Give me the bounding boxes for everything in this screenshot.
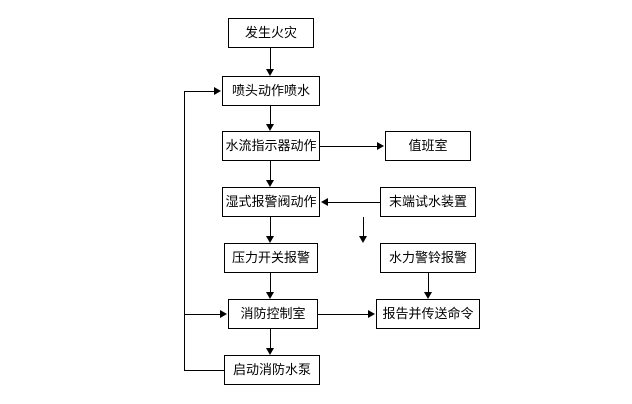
node-label: 启动消防水泵	[232, 362, 311, 378]
node-label: 喷头动作喷水	[231, 83, 310, 99]
node-label: 水流指示器动作	[225, 138, 317, 154]
node-pressure-switch[interactable]: 压力开关报警	[224, 243, 318, 273]
arrowhead-down	[266, 292, 274, 299]
edge-feedback-to-sprinkler	[184, 91, 214, 92]
node-label: 值班室	[408, 138, 448, 154]
arrowhead-down	[266, 348, 274, 355]
node-label: 报告并传送命令	[382, 306, 474, 322]
node-label: 发生火灾	[244, 25, 297, 41]
arrowhead-left	[321, 198, 328, 206]
arrowhead-right	[377, 142, 384, 150]
arrowhead-down	[359, 236, 367, 243]
arrowhead-down	[266, 236, 274, 243]
node-label: 消防控制室	[240, 306, 306, 322]
arrowhead-down	[266, 180, 274, 187]
node-fire-outbreak[interactable]: 发生火灾	[228, 18, 314, 48]
node-end-test-device[interactable]: 末端试水装置	[380, 187, 476, 217]
node-label: 水力警铃报警	[388, 250, 467, 266]
node-flow-indicator[interactable]: 水流指示器动作	[222, 131, 320, 161]
arrowhead-right	[220, 310, 227, 318]
node-duty-room[interactable]: 值班室	[385, 131, 471, 161]
node-wet-alarm-valve[interactable]: 湿式报警阀动作	[222, 187, 320, 217]
node-report-and-command[interactable]: 报告并传送命令	[376, 299, 480, 329]
edge-controlroom-to-report	[318, 314, 368, 315]
arrowhead-right	[214, 87, 221, 95]
edge-wetalarmvalve-to-pressureswitch	[270, 217, 271, 236]
edge-sprinkler-to-flowindicator	[270, 106, 271, 124]
arrowhead-down	[266, 124, 274, 131]
node-label: 压力开关报警	[231, 250, 310, 266]
edge-pump-feedback-horizontal	[184, 370, 224, 371]
node-sprinkler-activate[interactable]: 喷头动作喷水	[222, 76, 320, 106]
node-fire-control-room[interactable]: 消防控制室	[228, 299, 318, 329]
edge-feedback-to-controlroom	[184, 314, 220, 315]
arrowhead-down	[266, 69, 274, 76]
edge-flowindicator-to-dutyroom	[320, 146, 377, 147]
node-label: 湿式报警阀动作	[225, 194, 317, 210]
edge-endtestdevice-to-wetalarmvalve	[328, 202, 380, 203]
edge-fire-to-sprinkler	[270, 48, 271, 69]
node-water-motor-gong[interactable]: 水力警铃报警	[380, 243, 476, 273]
edge-controlroom-to-pump	[270, 329, 271, 348]
node-start-fire-pump[interactable]: 启动消防水泵	[224, 355, 320, 385]
edge-pump-feedback-vertical	[184, 91, 185, 370]
edge-wetalarmvalve-to-waterbell	[363, 217, 364, 236]
edge-waterbell-to-report	[428, 273, 429, 292]
node-label: 末端试水装置	[388, 194, 467, 210]
edge-pressureswitch-to-controlroom	[270, 273, 271, 292]
arrowhead-right	[368, 310, 375, 318]
edge-flowindicator-to-wetalarmvalve	[270, 161, 271, 180]
arrowhead-down	[424, 292, 432, 299]
